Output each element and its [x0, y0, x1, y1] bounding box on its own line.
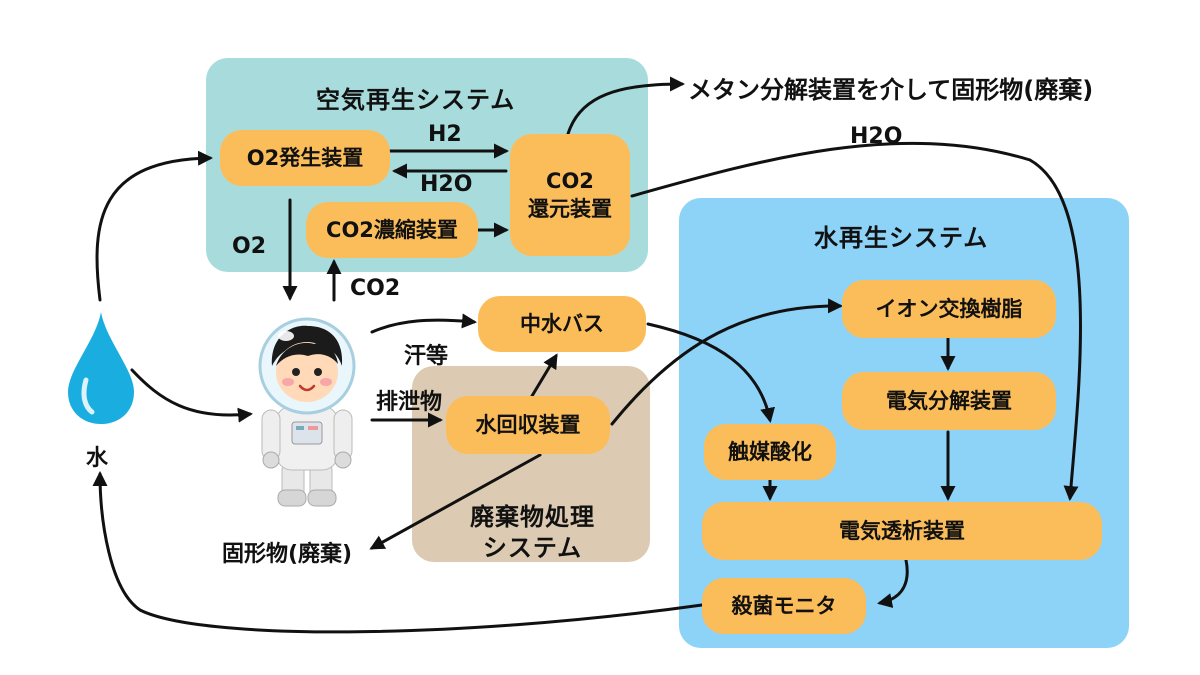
water-regeneration-title: 水再生システム [814, 224, 989, 252]
waste-processing-title: 廃棄物処理 システム [470, 503, 595, 563]
o2-generator-node: O2発生装置 [220, 130, 390, 186]
co2-reducer-node: CO2 還元装置 [510, 134, 630, 256]
o2-label: O2 [232, 234, 267, 259]
methane-decomposer-label: メタン分解装置を介して固形物(廃棄) [688, 76, 1094, 104]
h2-label: H2 [428, 122, 462, 147]
sterilization-monitor-node: 殺菌モニタ [702, 578, 866, 634]
water-recovery-node: 水回収装置 [446, 396, 610, 454]
co2-concentrator-node: CO2濃縮装置 [306, 202, 478, 258]
excreta-label: 排泄物 [376, 390, 443, 415]
electrolysis-node: 電気分解装置 [842, 372, 1056, 430]
co2-label: CO2 [350, 276, 401, 301]
catalytic-oxidation-node: 触媒酸化 [704, 424, 836, 480]
ion-exchange-node: イオン交換樹脂 [842, 280, 1056, 338]
h2o-return-label: H2O [420, 172, 473, 197]
sweat-label: 汗等 [404, 344, 449, 369]
astronaut-icon [258, 317, 356, 507]
air-regeneration-title: 空気再生システム [316, 86, 516, 114]
solid-waste-label: 固形物(廃棄) [222, 542, 353, 567]
electrodialysis-node: 電気透析装置 [702, 502, 1102, 560]
water-drop-icon [68, 312, 134, 424]
greywater-bus-node: 中水バス [478, 296, 646, 352]
h2o-to-water-label: H2O [850, 124, 903, 149]
water-label: 水 [86, 446, 109, 471]
